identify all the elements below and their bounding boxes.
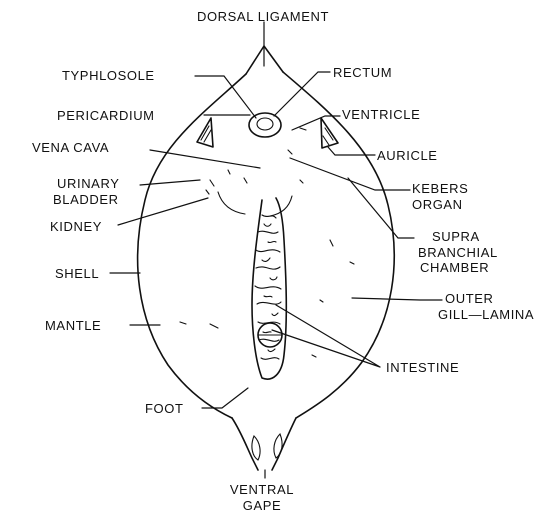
label-ventral-line2: GAPE <box>243 498 282 513</box>
leader-rectum <box>274 72 330 116</box>
label-ventricle: VENTRICLE <box>342 107 420 122</box>
label-supra-line2: BRANCHIAL <box>418 245 498 260</box>
shell-left-edge <box>138 74 246 418</box>
label-typhlosole: TYPHLOSOLE <box>62 68 155 83</box>
leader-intestine <box>272 305 380 367</box>
label-ventral-line1: VENTRAL <box>230 482 294 497</box>
label-kebers-line1: KEBERS <box>412 181 468 196</box>
rectum-lumen <box>257 118 273 130</box>
label-supra-line1: SUPRA <box>432 229 480 244</box>
leader-outer-gill <box>352 298 442 300</box>
label-outer-line1: OUTER <box>445 291 494 306</box>
foot-shape <box>252 198 286 379</box>
gape-right-flap <box>272 418 296 470</box>
label-urinary-line2: BLADDER <box>53 192 119 207</box>
gape-left-flap <box>232 418 258 470</box>
label-shell: SHELL <box>55 266 99 281</box>
label-supra-line3: CHAMBER <box>420 260 489 275</box>
pericardium-shape <box>249 113 281 137</box>
leader-urinary-bladder <box>140 180 200 185</box>
label-foot: FOOT <box>145 401 184 416</box>
label-dorsal-ligament: DORSAL LIGAMENT <box>197 9 329 24</box>
label-pericardium: PERICARDIUM <box>57 108 155 123</box>
labels: DORSAL LIGAMENT TYPHLOSOLE RECTUM PERICA… <box>32 9 534 513</box>
label-urinary-line1: URINARY <box>57 176 119 191</box>
leader-vena-cava <box>150 150 260 168</box>
leader-auricle <box>328 147 375 155</box>
label-kidney: KIDNEY <box>50 219 102 234</box>
leader-ventricle <box>292 116 340 130</box>
gape-left-lobe <box>252 436 260 460</box>
leader-supra-branchial <box>348 178 414 238</box>
label-intestine: INTESTINE <box>386 360 459 375</box>
label-rectum: RECTUM <box>333 65 392 80</box>
label-outer-line2: GILL—LAMINA <box>438 307 534 322</box>
label-mantle: MANTLE <box>45 318 101 333</box>
label-auricle: AURICLE <box>377 148 438 163</box>
pericardium-outer <box>249 113 281 137</box>
label-vena-cava: VENA CAVA <box>32 140 109 155</box>
right-auricle-hatch <box>323 128 333 145</box>
label-kebers-line2: ORGAN <box>412 197 463 212</box>
right-auricle <box>321 118 338 148</box>
leader-kidney <box>118 198 208 225</box>
gape-right-lobe <box>274 434 282 458</box>
